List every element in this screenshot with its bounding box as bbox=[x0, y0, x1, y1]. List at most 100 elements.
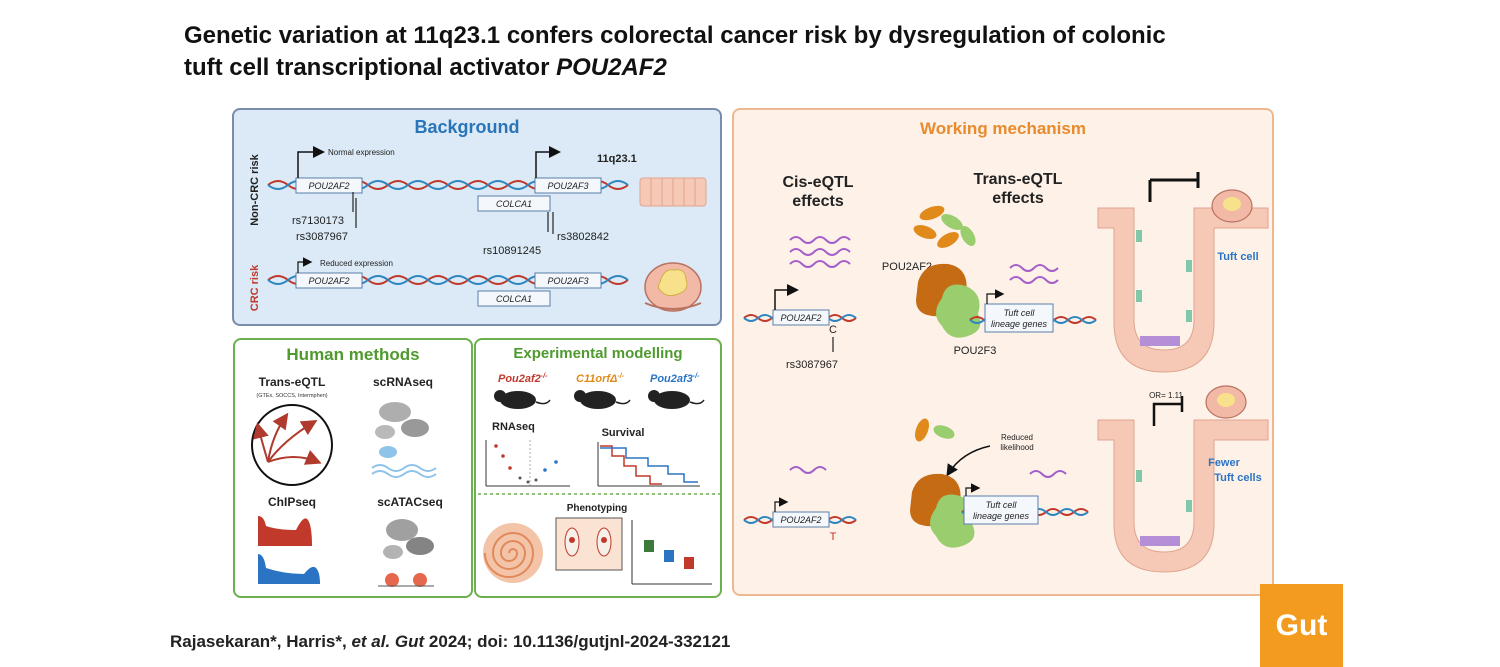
trans-eqtl-title-1: Trans-eQTL bbox=[974, 171, 1063, 188]
pou2f3-protein-label: POU2F3 bbox=[954, 345, 997, 357]
gene-box-colca1-bottom bbox=[477, 290, 551, 307]
chipseq-method: ChIPseq bbox=[268, 495, 316, 509]
tuft-genes-top-line2: lineage genes bbox=[991, 319, 1048, 329]
snp-rs3087967: rs3087967 bbox=[296, 231, 348, 243]
human-methods-heading: Human methods bbox=[286, 345, 419, 364]
cis-eqtl-title-2: effects bbox=[792, 193, 844, 210]
gene-pou2af3-bottom: POU2AF3 bbox=[547, 276, 588, 286]
chipseq-peaks-icon bbox=[258, 516, 320, 584]
experimental-modelling-heading: Experimental modelling bbox=[513, 345, 682, 362]
mrna-trans-top-icon bbox=[1009, 264, 1059, 284]
trans-eqtl-method: Trans-eQTL bbox=[259, 375, 326, 389]
pou2af2-reduced-proteins-icon bbox=[915, 418, 955, 442]
allele-c: C bbox=[829, 324, 837, 336]
gene-box-cis-bottom bbox=[772, 511, 830, 528]
normal-tissue-icon bbox=[639, 177, 707, 207]
cis-gene-pou2af2-bottom: POU2AF2 bbox=[780, 515, 821, 525]
scrnaseq-cluster-icon bbox=[371, 402, 437, 478]
mrna-cis-top-icon bbox=[789, 236, 851, 268]
background-panel bbox=[232, 108, 722, 326]
mouse-pou2af2-label: Pou2af2-/- bbox=[498, 373, 548, 385]
volcano-plot-icon bbox=[485, 440, 570, 487]
allele-t: T bbox=[830, 531, 837, 543]
gut-journal-logo: Gut bbox=[1260, 584, 1343, 667]
gene-box-pou2af3-top bbox=[534, 177, 602, 194]
title-line-2: tuft cell transcriptional activator POU2… bbox=[184, 54, 667, 81]
protein-complex-top-icon bbox=[916, 263, 981, 338]
non-crc-risk-label: Non-CRC risk bbox=[249, 153, 261, 225]
normal-expression-label: Normal expression bbox=[328, 148, 395, 157]
promoter-arrow-pou2af3 bbox=[535, 146, 561, 178]
working-mechanism-heading: Working mechanism bbox=[920, 119, 1086, 138]
fewer-tuft-line1: Fewer bbox=[1208, 457, 1241, 469]
gene-colca1-top: COLCA1 bbox=[496, 199, 532, 209]
colonic-crypt-top-icon bbox=[1097, 172, 1269, 373]
cis-promoter-arrow-top bbox=[774, 284, 799, 310]
citation: Rajasekaran*, Harris*, et al. Gut 2024; … bbox=[170, 632, 731, 651]
gene-pou2af2-bottom: POU2AF2 bbox=[308, 276, 349, 286]
mrna-cis-bottom-icon bbox=[789, 466, 827, 474]
mouse-icon-2 bbox=[574, 390, 631, 409]
odds-ratio-label: OR= 1.11 bbox=[1149, 391, 1183, 400]
reduced-likelihood-arrow bbox=[946, 445, 991, 477]
background-heading: Background bbox=[414, 117, 519, 137]
promoter-arrow-pou2af2 bbox=[297, 146, 325, 178]
rnaseq-label: RNAseq bbox=[492, 421, 535, 433]
mrna-trans-bottom-icon bbox=[1029, 470, 1067, 478]
swiss-roll-icon bbox=[483, 523, 543, 583]
gene-pou2af2-top: POU2AF2 bbox=[308, 181, 349, 191]
cis-gene-pou2af2-top: POU2AF2 bbox=[780, 313, 821, 323]
pou2af2-protein-label: POU2AF2 bbox=[882, 261, 932, 273]
boxplot-icon bbox=[631, 520, 712, 585]
reduced-likelihood-line1: Reduced bbox=[1001, 433, 1033, 442]
tumour-icon bbox=[644, 262, 702, 312]
reduced-expression-label: Reduced expression bbox=[320, 259, 393, 268]
trans-eqtl-cohorts: (GTEx, SOCCS, Intermphen) bbox=[256, 393, 327, 399]
title-line-1: Genetic variation at 11q23.1 confers col… bbox=[184, 22, 1166, 49]
trans-eqtl-title-2: effects bbox=[992, 190, 1044, 207]
gene-box-cis-top bbox=[772, 309, 830, 326]
survival-label: Survival bbox=[602, 427, 645, 439]
promoter-arrow-reduced bbox=[297, 257, 313, 273]
phenotyping-label: Phenotyping bbox=[567, 503, 628, 514]
snp-rs3802842: rs3802842 bbox=[557, 231, 609, 243]
histology-inset-icon bbox=[555, 517, 623, 571]
tuft-genes-top-line1: Tuft cell bbox=[1004, 308, 1036, 318]
snp-rs10891245: rs10891245 bbox=[483, 245, 541, 257]
cis-promoter-arrow-bottom bbox=[774, 497, 789, 512]
mouse-icon-3 bbox=[648, 390, 705, 409]
locus-label: 11q23.1 bbox=[597, 153, 637, 165]
trans-eqtl-circle-icon bbox=[251, 404, 333, 486]
crc-risk-label: CRC risk bbox=[249, 264, 261, 311]
gene-box-pou2af3-bottom bbox=[534, 272, 602, 289]
gene-box-colca1-top bbox=[477, 195, 551, 212]
tuft-promoter-arrow-top bbox=[986, 289, 1005, 304]
gene-box-pou2af2-top bbox=[295, 177, 363, 194]
colonic-crypt-bottom-icon bbox=[1097, 385, 1269, 573]
fewer-tuft-line2: Tuft cells bbox=[1214, 472, 1261, 484]
snp-label-cis: rs3087967 bbox=[786, 359, 838, 371]
gene-colca1-bottom: COLCA1 bbox=[496, 294, 532, 304]
scatacseq-cluster-icon bbox=[378, 519, 434, 587]
survival-curve-icon bbox=[597, 442, 700, 487]
tuft-genes-bottom-line1: Tuft cell bbox=[986, 500, 1018, 510]
protein-complex-bottom-icon bbox=[910, 473, 975, 548]
scatacseq-method: scATACseq bbox=[377, 495, 443, 509]
title-gene: POU2AF2 bbox=[556, 54, 667, 81]
snp-rs7130173: rs7130173 bbox=[292, 215, 344, 227]
mouse-c11orf-label: C11orfΔ-/- bbox=[576, 373, 625, 385]
scrnaseq-method: scRNAseq bbox=[373, 375, 433, 389]
mouse-icon-1 bbox=[494, 390, 551, 409]
tuft-cell-label: Tuft cell bbox=[1217, 251, 1258, 263]
tuft-genes-box-top bbox=[984, 303, 1054, 333]
gene-pou2af3-top: POU2AF3 bbox=[547, 181, 588, 191]
tuft-genes-box-bottom bbox=[963, 495, 1039, 525]
mouse-pou2af3-label: Pou2af3-/- bbox=[650, 373, 700, 385]
figure-title: Genetic variation at 11q23.1 confers col… bbox=[184, 20, 1344, 84]
cis-eqtl-title-1: Cis-eQTL bbox=[782, 174, 853, 191]
tuft-genes-bottom-line2: lineage genes bbox=[973, 511, 1030, 521]
tuft-promoter-arrow-bottom bbox=[965, 483, 981, 496]
pou2af2-small-proteins-icon bbox=[913, 205, 976, 248]
reduced-likelihood-line2: likelihood bbox=[1000, 443, 1033, 452]
